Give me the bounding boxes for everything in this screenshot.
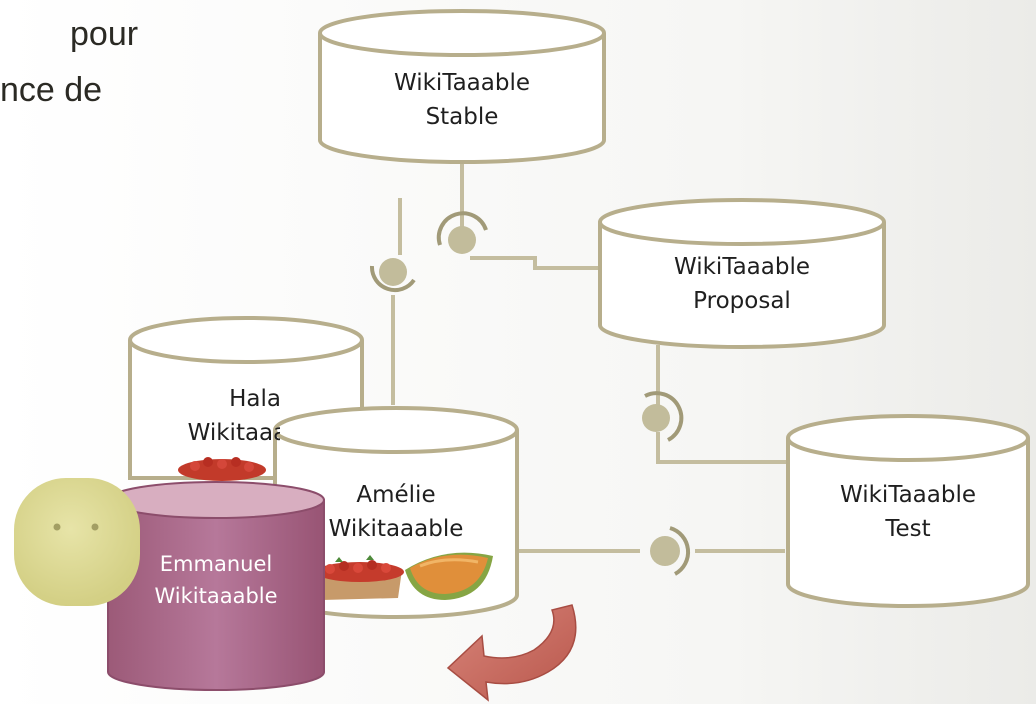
interface-socket <box>436 211 488 246</box>
background-text-line2: nce de <box>0 71 103 109</box>
interface-ball <box>642 404 670 432</box>
interface-test <box>650 526 691 576</box>
label-proposal-line2: Proposal <box>693 288 791 314</box>
smiley-face-icon <box>14 478 140 606</box>
connector-stable-proposal <box>470 256 598 270</box>
interface-socket <box>644 391 684 442</box>
cylinder-stable <box>318 9 606 164</box>
interface-stable <box>436 211 488 254</box>
connector-proposal-test <box>656 432 790 464</box>
label-hala-line2: Wikitaaable <box>187 420 323 446</box>
label-stable-line2: Stable <box>425 104 499 130</box>
label-test-line1: WikiTaaable <box>839 482 976 508</box>
cylinder-emmanuel <box>107 481 325 691</box>
label-test-line2: Test <box>885 516 931 542</box>
label-hala: Hala Wikitaaable <box>150 382 323 450</box>
connectors <box>391 160 790 553</box>
label-stable: WikiTaaable Stable <box>332 66 592 134</box>
melon-image <box>405 552 493 600</box>
label-test: WikiTaaable Test <box>800 478 1016 546</box>
label-stable-line1: WikiTaaable <box>393 70 530 96</box>
label-proposal: WikiTaaable Proposal <box>612 250 872 318</box>
cylinder-proposal <box>598 198 886 349</box>
curved-arrow-icon <box>446 604 577 702</box>
strawberries-hala-image <box>178 457 266 481</box>
interface-left <box>369 258 416 293</box>
interface-socket <box>669 526 691 576</box>
interface-socket <box>369 265 416 293</box>
interface-ball <box>448 226 476 254</box>
interface-ball <box>650 536 680 566</box>
label-emmanuel-line1: Emmanuel <box>159 552 273 576</box>
label-proposal-line1: WikiTaaable <box>673 254 810 280</box>
cylinder-test <box>786 414 1030 608</box>
background-text-line1: pour <box>70 15 139 53</box>
label-amelie-line2: Wikitaaable <box>328 516 464 542</box>
label-amelie-line1: Amélie <box>356 482 436 508</box>
label-emmanuel-line2: Wikitaaable <box>154 584 278 608</box>
interface-ball <box>379 258 407 286</box>
label-hala-line1: Hala <box>229 386 281 412</box>
strawberries-amelie-image <box>316 555 404 600</box>
label-amelie: Amélie Wikitaaable <box>282 478 510 546</box>
label-emmanuel: Emmanuel Wikitaaable <box>118 548 314 612</box>
interface-proposal <box>642 391 684 442</box>
